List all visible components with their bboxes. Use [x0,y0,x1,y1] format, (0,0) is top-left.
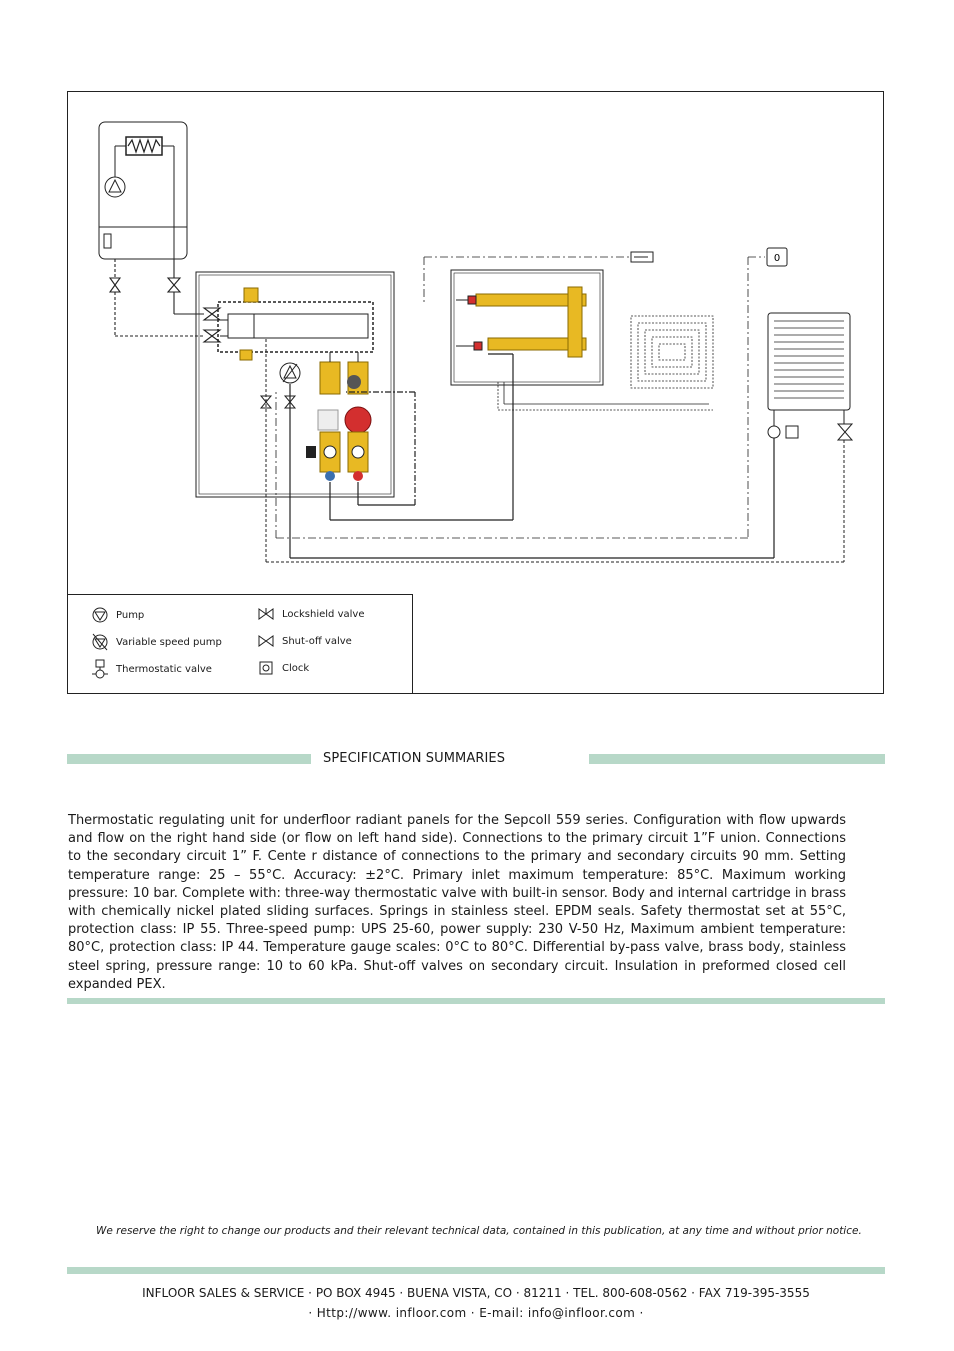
radiator [265,312,854,563]
footer-contact-line: INFLOOR SALES & SERVICE · PO BOX 4945 · … [142,1286,810,1300]
legend-label: Shut-off valve [282,635,352,647]
section-title: SPECIFICATION SUMMARIES [323,751,506,766]
diagram-legend: Pump Variable speed pump Thermostatic va… [68,594,413,694]
legend-label: Thermostatic valve [116,663,212,675]
specification-divider [67,998,885,1004]
legend-item-clock: Clock [258,661,309,675]
boiler [98,121,188,260]
legend-item-shutoff-valve: Shut-off valve [258,635,352,647]
lockshield-valve-icon [258,608,274,620]
manifold-cabinet [450,269,604,386]
variable-speed-pump-icon [92,633,108,651]
legend-item-variable-speed-pump: Variable speed pump [92,633,222,651]
secondary-piping [329,353,514,521]
legend-item-pump: Pump [92,607,144,623]
legend-label: Lockshield valve [282,608,365,620]
radiator-loop-valves [259,395,297,409]
legend-label: Variable speed pump [116,636,222,648]
section-divider-right [589,754,885,764]
schematic-diagram: 0 [67,91,884,694]
shutoff-valve-icon [258,635,274,647]
thermostatic-valve-icon [92,659,108,679]
control-wiring [275,256,765,539]
clock-label: 0 [774,253,780,264]
footer-web-line: · Http://www. infloor.com · E-mail: info… [308,1306,644,1320]
section-divider-left [67,754,311,764]
pump-icon [92,607,108,623]
piping-schematic: 0 [98,121,854,563]
clock-icon [259,661,273,675]
legend-label: Clock [282,662,310,674]
legend-label: Pump [116,609,145,621]
disclaimer: We reserve the right to change our produ… [96,1225,862,1237]
room-thermostat [630,251,654,263]
distribution-cabinet [195,271,395,498]
legend-item-thermostatic-valve: Thermostatic valve [92,659,212,679]
legend-item-lockshield-valve: Lockshield valve [258,607,364,621]
mixing-unit [279,352,372,481]
footer-divider [67,1267,885,1274]
clock-timer: 0 [766,247,788,267]
radiant-floor-coil [497,315,714,411]
boiler-valves [108,259,222,343]
specification-text: Thermostatic regulating unit for underfl… [68,813,846,992]
